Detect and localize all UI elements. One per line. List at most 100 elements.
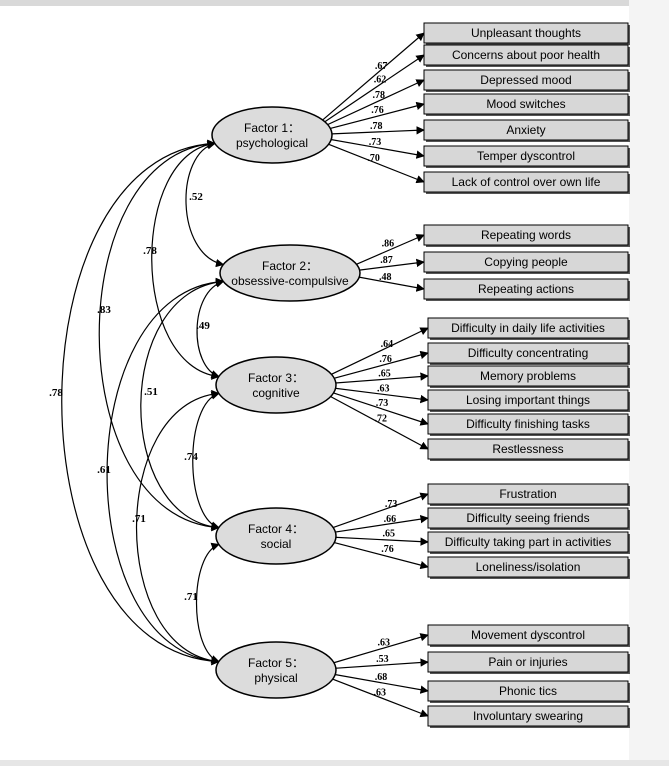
correlation-arc-0-3	[98, 139, 220, 532]
loading-label-23: .63	[373, 687, 386, 698]
loading-label-13: .63	[377, 383, 390, 394]
item-label-4: Anxiety	[506, 123, 545, 137]
loading-label-10: .64	[381, 339, 394, 350]
loading-arrow-9	[349, 274, 425, 292]
item-box-18: Difficulty taking part in activities	[427, 531, 630, 554]
loading-label-18: .65	[382, 529, 395, 540]
correlation-label-0-4: .78	[49, 387, 63, 399]
correlation-arc-0-1	[185, 141, 225, 268]
loading-arrow-17	[326, 514, 429, 534]
item-box-11: Difficulty concentrating	[427, 342, 630, 365]
correlation-arc-3-4	[196, 542, 220, 664]
item-label-15: Restlessness	[492, 442, 563, 456]
loading-arrow-7	[349, 234, 425, 268]
item-box-12: Memory problems	[427, 365, 630, 388]
item-box-13: Losing important things	[427, 389, 630, 412]
loading-label-8: .87	[380, 255, 393, 266]
correlation-label-0-3: .83	[97, 304, 111, 316]
item-label-10: Difficulty in daily life activities	[451, 321, 605, 335]
item-label-18: Difficulty taking part in activities	[445, 535, 612, 549]
item-label-1: Concerns about poor health	[452, 48, 600, 62]
factor-title-1: Factor 1：	[244, 121, 300, 135]
loading-arrow-21	[326, 658, 429, 670]
loading-label-16: .73	[385, 499, 398, 510]
loading-arrow-22	[326, 672, 429, 694]
item-label-3: Mood switches	[486, 97, 565, 111]
loading-label-11: .76	[379, 354, 392, 365]
loading-arrow-15	[326, 394, 429, 450]
item-box-20: Movement dyscontrol	[427, 624, 630, 647]
loading-label-6: .70	[367, 153, 380, 164]
loading-label-14: .73	[376, 398, 389, 409]
factor-node-5: Factor 5：physical	[215, 641, 337, 699]
item-box-17: Difficulty seeing friends	[427, 507, 630, 530]
item-label-9: Repeating actions	[478, 282, 574, 296]
loading-label-22: .68	[375, 672, 388, 683]
correlation-arc-0-2	[151, 140, 220, 380]
factor-name-2: obsessive-compulsive	[231, 274, 349, 288]
item-label-17: Difficulty seeing friends	[466, 511, 589, 525]
item-box-7: Repeating words	[423, 224, 630, 247]
loading-label-9: .48	[379, 272, 392, 283]
loading-label-3: .76	[371, 105, 384, 116]
loading-label-1: .62	[374, 75, 387, 86]
loading-label-17: .66	[384, 514, 397, 525]
loading-label-5: .73	[369, 137, 382, 148]
top-border	[0, 0, 669, 6]
item-label-22: Phonic tics	[499, 684, 557, 698]
item-label-19: Loneliness/isolation	[476, 560, 581, 574]
loading-arrow-18	[326, 536, 429, 546]
factor-node-3: Factor 3：cognitive	[215, 356, 337, 414]
loading-arrow-23	[326, 676, 429, 718]
factor-node-2: Factor 2：obsessive-compulsive	[219, 244, 361, 302]
loading-arrow-3	[322, 101, 425, 131]
loading-label-0: .67	[375, 61, 388, 72]
item-label-20: Movement dyscontrol	[471, 628, 585, 642]
item-label-14: Difficulty finishing tasks	[466, 417, 590, 431]
item-label-16: Frustration	[499, 487, 556, 501]
loading-arrow-2	[322, 79, 425, 128]
correlation-arc-2-3	[192, 391, 220, 530]
correlation-label-2-3: .74	[184, 451, 198, 463]
correlation-label-1-3: .51	[144, 386, 158, 398]
correlation-label-0-1: .52	[189, 191, 203, 203]
item-box-16: Frustration	[427, 483, 630, 506]
item-label-7: Repeating words	[481, 228, 571, 242]
loading-label-4: .78	[370, 121, 383, 132]
loading-arrow-14	[326, 390, 429, 426]
item-label-0: Unpleasant thoughts	[471, 26, 581, 40]
loading-arrow-16	[326, 492, 429, 531]
loading-label-12: .65	[378, 368, 391, 379]
bottom-border	[0, 760, 669, 766]
loading-label-19: .76	[381, 544, 394, 555]
factor-title-5: Factor 5：	[248, 656, 304, 670]
loading-arrow-10	[326, 327, 429, 377]
factor-name-1: psychological	[236, 136, 308, 150]
loading-arrow-19	[326, 540, 429, 570]
correlation-arc-1-4	[106, 277, 225, 666]
item-label-2: Depressed mood	[480, 73, 571, 87]
item-label-11: Difficulty concentrating	[468, 346, 589, 360]
factor-node-1: Factor 1：psychological	[211, 106, 333, 164]
item-box-8: Copying people	[423, 251, 630, 274]
loading-arrow-4	[322, 126, 425, 135]
factor-name-3: cognitive	[252, 386, 300, 400]
loading-arrow-8	[349, 258, 425, 272]
item-box-0: Unpleasant thoughts	[423, 22, 630, 45]
item-label-6: Lack of control over own life	[452, 175, 601, 189]
correlation-arc-0-4	[61, 139, 220, 666]
loading-arrow-5	[322, 137, 425, 159]
item-label-21: Pain or injuries	[488, 655, 567, 669]
factor-name-5: physical	[254, 671, 297, 685]
item-box-3: Mood switches	[423, 93, 630, 116]
loading-label-21: .53	[376, 654, 389, 665]
item-label-13: Losing important things	[466, 393, 590, 407]
loading-arrow-12	[326, 372, 429, 385]
item-box-23: Involuntary swearing	[427, 705, 630, 728]
item-label-8: Copying people	[484, 255, 568, 269]
loading-label-20: .63	[378, 637, 391, 648]
loading-label-2: .78	[373, 90, 386, 101]
correlation-label-0-2: .78	[143, 245, 157, 257]
correlation-arc-2-4	[135, 389, 220, 666]
loading-arrow-13	[326, 386, 429, 404]
